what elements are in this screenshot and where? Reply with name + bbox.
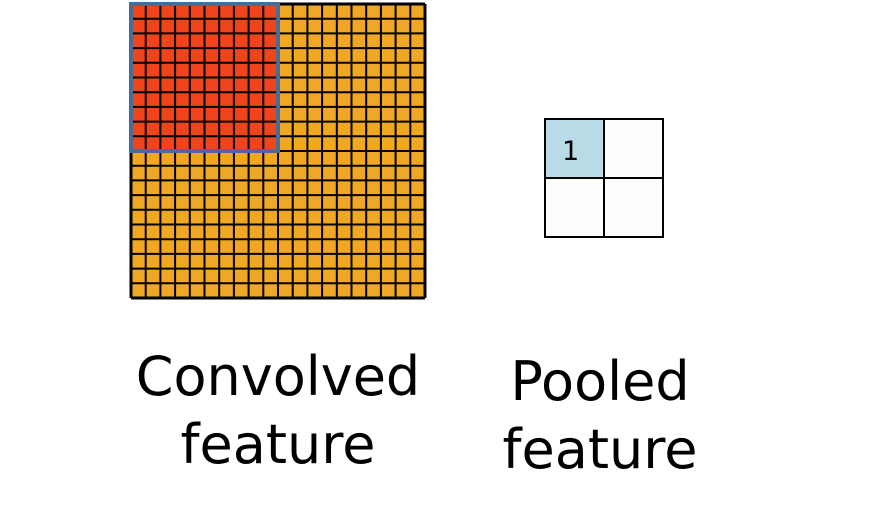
pooled-feature-grid: 1 bbox=[544, 118, 664, 238]
pooled-cell bbox=[544, 177, 605, 238]
pooled-cell-value: 1 bbox=[562, 136, 579, 167]
pooled-caption-line2: feature bbox=[502, 418, 698, 481]
convolved-feature-caption: Convolved feature bbox=[130, 350, 426, 486]
convolved-feature-grid bbox=[129, 2, 427, 300]
pooling-region-border bbox=[129, 2, 280, 153]
pooled-cell bbox=[603, 177, 664, 238]
pooled-feature-caption: Pooled feature bbox=[490, 355, 710, 491]
convolved-caption-line2: feature bbox=[180, 413, 376, 476]
pooled-cell bbox=[603, 118, 664, 179]
pooled-caption-line1: Pooled bbox=[510, 350, 690, 413]
convolved-caption-line1: Convolved bbox=[135, 345, 421, 408]
